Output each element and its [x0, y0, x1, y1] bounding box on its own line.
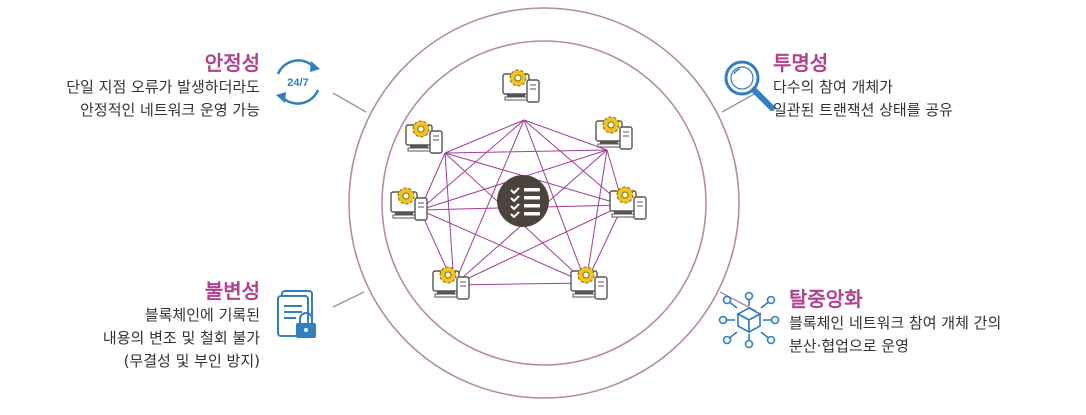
connector-immutability [332, 291, 365, 308]
mesh-link [585, 149, 608, 284]
computer-gear-icon [432, 266, 470, 300]
feature-title: 탈중앙화 [789, 287, 863, 311]
computer-gear-icon [502, 69, 540, 103]
feature-stability: 안정성 단일 지점 오류가 발생하더라도 안정적인 네트워크 운영 가능 [66, 50, 260, 122]
computer-gear-icon [570, 266, 608, 300]
mesh-link [453, 204, 624, 286]
mesh-link [444, 152, 455, 286]
mesh-link [444, 149, 608, 154]
clock-24-7-icon: 24/7 [276, 59, 320, 105]
feature-transparency: 투명성 다수의 참여 개체가 일관된 트랜잭션 상태를 공유 [773, 50, 953, 122]
network-nodes [390, 69, 647, 300]
feature-desc-line: 블록체인 네트워크 참여 개체 간의 [789, 314, 1002, 332]
feature-desc-line: 일관된 트랜잭션 상태를 공유 [773, 101, 953, 119]
feature-desc-line: 다수의 참여 개체가 [773, 78, 893, 96]
connector-stability [332, 92, 367, 113]
mesh-link [453, 282, 587, 286]
feature-title: 안정성 [204, 51, 260, 75]
feature-title: 투명성 [773, 51, 829, 75]
computer-gear-icon [405, 120, 443, 154]
mesh-link [523, 119, 587, 284]
mesh-link [523, 119, 624, 206]
feature-desc-line: 단일 지점 오류가 발생하더라도 [66, 78, 260, 96]
network-mesh [419, 119, 624, 286]
mesh-link [419, 209, 587, 284]
feature-desc-line: 안정적인 네트워크 운영 가능 [80, 101, 260, 119]
inner-ring [381, 40, 707, 366]
connector-transparency [721, 92, 757, 113]
mesh-link [523, 119, 608, 151]
feature-desc-line: 내용의 변조 및 철회 불가 [102, 329, 260, 347]
feature-immutability: 불변성 블록체인에 기록된 내용의 변조 및 철회 불가 (무결성 및 부인 방… [103, 278, 260, 373]
feature-title: 불변성 [204, 279, 260, 303]
computer-gear-icon [390, 187, 428, 221]
feature-decentralization: 탈중앙화 블록체인 네트워크 참여 개체 간의 분산·협업으로 운영 [789, 286, 1001, 358]
locked-document-icon [277, 290, 316, 338]
computer-gear-icon [609, 186, 647, 220]
mesh-link [419, 119, 525, 211]
feature-desc-line: 블록체인에 기록된 [144, 306, 260, 324]
ledger-list-icon [497, 175, 549, 227]
feature-desc-line: (무결성 및 부인 방지) [123, 352, 260, 370]
magnifier-icon [724, 60, 775, 111]
clock-label: 24/7 [287, 77, 308, 89]
feature-desc-line: 분산·협업으로 운영 [789, 337, 909, 355]
outer-ring [348, 7, 740, 399]
mesh-link [444, 119, 525, 154]
computer-gear-icon [595, 116, 633, 150]
distributed-cube-icon [718, 291, 780, 349]
mesh-link [453, 119, 525, 286]
